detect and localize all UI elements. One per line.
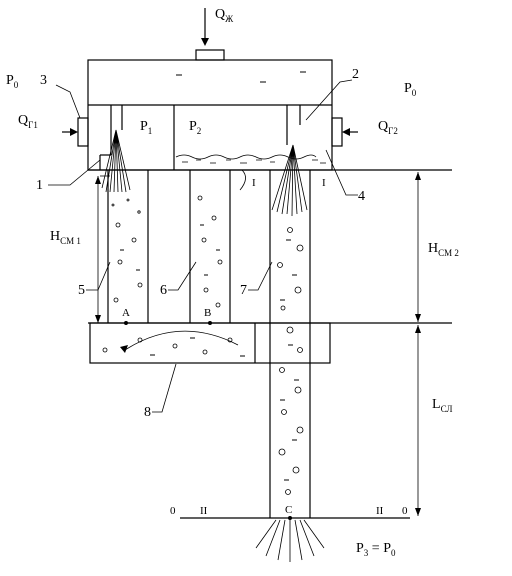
label-p0-right: P0 bbox=[404, 81, 417, 98]
gas-jet-left bbox=[101, 129, 131, 193]
number-8: 8 bbox=[144, 405, 151, 420]
tubes bbox=[89, 170, 331, 518]
label-p0-left: P0 bbox=[6, 73, 19, 90]
label-p2: P2 bbox=[189, 119, 201, 136]
label-qg2: QГ2 bbox=[378, 119, 398, 136]
label-point-a: A bbox=[122, 307, 130, 319]
dashes bbox=[120, 71, 306, 481]
label-hcm1: HСМ 1 bbox=[50, 229, 81, 246]
number-7: 7 bbox=[240, 283, 247, 298]
number-6: 6 bbox=[160, 283, 167, 298]
number-3: 3 bbox=[40, 73, 47, 88]
label-section-i-left: I bbox=[252, 177, 256, 189]
label-hcm2: HСМ 2 bbox=[428, 241, 459, 258]
label-p3-eq-p0: P3 = P0 bbox=[356, 541, 396, 558]
label-point-c: C bbox=[285, 504, 292, 516]
label-p1: P1 bbox=[140, 119, 152, 136]
number-1: 1 bbox=[36, 178, 43, 193]
liquid-surface bbox=[175, 154, 326, 164]
leader-lines bbox=[48, 79, 358, 413]
label-zero-right: 0 bbox=[402, 505, 408, 517]
label-point-b: B bbox=[204, 307, 211, 319]
label-q-liquid: QЖ bbox=[215, 7, 234, 24]
label-section-i-right: I bbox=[322, 177, 326, 189]
number-5: 5 bbox=[78, 283, 85, 298]
bubbles bbox=[102, 195, 304, 495]
label-section-ii-left: II bbox=[200, 505, 208, 517]
label-section-ii-right: II bbox=[376, 505, 384, 517]
dimension-lines bbox=[95, 172, 421, 516]
outflow-rays bbox=[255, 519, 325, 562]
flow-arrow-vessel bbox=[124, 330, 239, 351]
number-2: 2 bbox=[352, 67, 359, 82]
flow-arrow-overflow bbox=[239, 169, 246, 191]
label-lsl: LСЛ bbox=[432, 397, 452, 414]
number-4: 4 bbox=[358, 189, 365, 204]
label-zero-left: 0 bbox=[170, 505, 176, 517]
label-qg1: QГ1 bbox=[18, 113, 38, 130]
gas-jet-right bbox=[271, 144, 308, 217]
separator-tank bbox=[62, 8, 358, 177]
